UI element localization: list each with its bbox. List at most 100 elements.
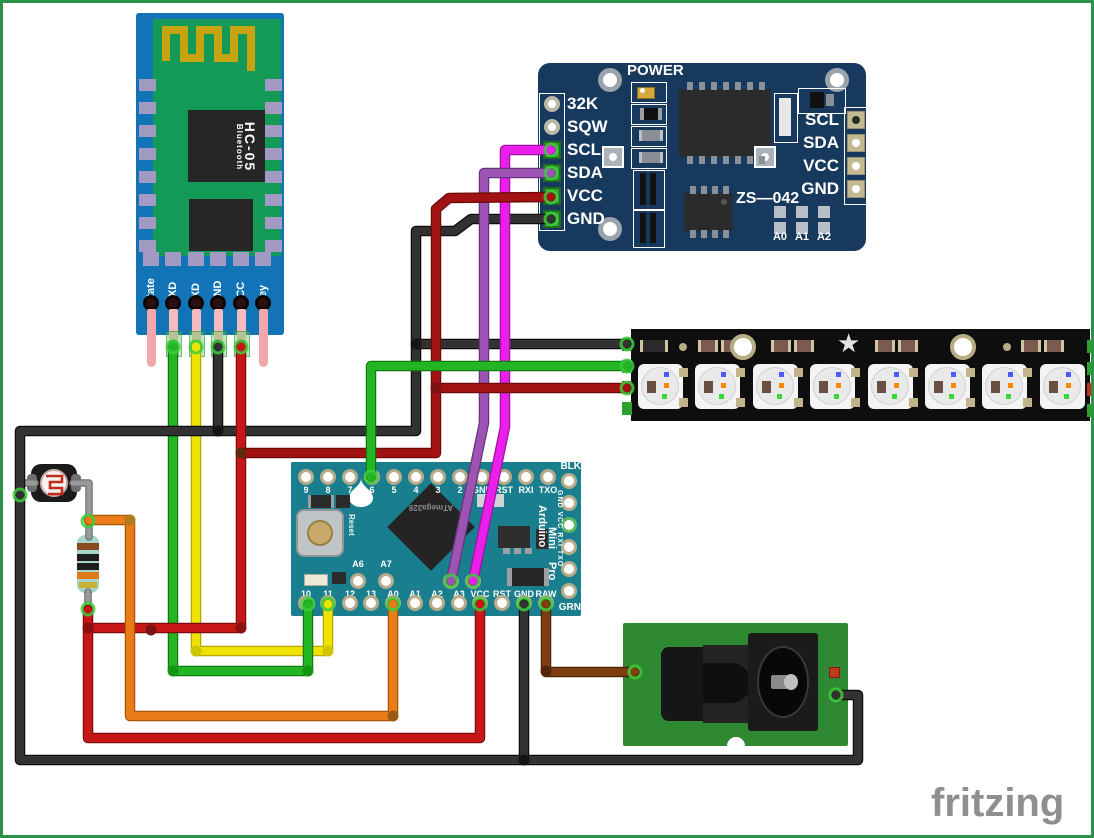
wire-rtc-scl-a5-magenta[interactable] [469,146,555,585]
hc05-chip2 [189,199,253,251]
connector-ring[interactable] [385,596,401,612]
connector-ring[interactable] [320,596,336,612]
wire-hc05-txd-d11-yellow[interactable] [192,341,332,655]
neopixel-led-strip[interactable]: ★ [3,3,1091,835]
rtc-pin-hole[interactable] [544,96,560,112]
wire-vcc-arduino-red[interactable] [84,600,484,742]
connector-ring[interactable] [619,358,635,374]
arduino-pin[interactable] [408,469,424,485]
dcjack-bore [703,663,751,703]
neopixel-led-dot-blue [721,372,726,377]
connector-ring[interactable] [80,601,96,617]
arduino-pin[interactable] [430,469,446,485]
smd-part [332,572,346,584]
connector-ring[interactable] [516,596,532,612]
arduino-pin[interactable] [494,595,510,611]
connector-ring[interactable] [80,513,96,529]
hc05-bluetooth-module[interactable]: HC-05 Bluetooth StateRXDTXDGNDVCCKey [3,3,1091,835]
arduino-pin[interactable] [320,469,336,485]
rtc-pin-hole[interactable] [544,119,560,135]
rtc-right-pin-label: SDA [803,133,839,152]
neopixel-resistor-dark [640,340,668,352]
connector-ring[interactable] [472,596,488,612]
arduino-pin[interactable] [429,595,445,611]
connector-ring[interactable] [165,339,181,355]
neopixel-right-pad[interactable] [1087,362,1091,375]
arduino-pin[interactable] [363,595,379,611]
arduino-pin[interactable] [452,469,468,485]
arduino-pin[interactable] [561,561,577,577]
wire-layer[interactable] [3,3,1094,838]
arduino-pin[interactable] [561,517,577,533]
connector-ring[interactable] [627,664,643,680]
wire-raw-dcjack-brown[interactable] [542,600,639,676]
arduino-pin[interactable] [561,473,577,489]
connector-ring[interactable] [12,487,28,503]
arduino-pin[interactable] [561,495,577,511]
wire-hc05-rxd-d10-green[interactable] [169,341,312,675]
rtc-main-ic [679,89,771,157]
rtc-right-pin-hole [852,139,860,147]
hc05-pin-leg [237,309,246,349]
ldr-lead-right[interactable] [70,480,92,540]
arduino-pin[interactable] [350,573,366,589]
connector-ring[interactable] [619,336,635,352]
arduino-pin[interactable] [451,595,467,611]
connector-ring[interactable] [538,596,554,612]
arduino-pin[interactable] [342,595,358,611]
connector-ring[interactable] [828,687,844,703]
rtc-address-pad[interactable] [818,222,830,234]
arduino-pin[interactable] [378,573,394,589]
connector-ring[interactable] [543,211,559,227]
arduino-pin[interactable] [561,539,577,555]
connector-ring[interactable] [619,380,635,396]
neopixel-led-dot-orange [951,383,956,388]
rtc-pin-label: VCC [567,186,603,205]
wire-rtc-sda-a4-purple[interactable] [447,169,555,585]
arduino-pin[interactable] [342,469,358,485]
arduino-pin[interactable] [386,469,402,485]
rtc-eeprom-dot [721,199,727,205]
rtc-address-pad[interactable] [774,222,786,234]
wire-ldr-a0-orange[interactable] [85,516,397,720]
neopixel-right-pad[interactable] [1087,383,1091,396]
connector-ring[interactable] [465,573,481,589]
neopixel-left-pad[interactable] [622,402,632,415]
connector-ring[interactable] [188,339,204,355]
arduino-pin[interactable] [298,469,314,485]
rtc-address-pad[interactable] [796,206,808,218]
wire-d6-neopixel-din-green[interactable] [367,362,631,481]
arduino-pin[interactable] [561,583,577,599]
arduino-pin[interactable] [518,469,534,485]
connector-ring[interactable] [443,573,459,589]
neopixel-led-dot-blue [664,372,669,377]
neopixel-solder-tab [966,398,975,407]
connector-ring[interactable] [300,596,316,612]
connector-ring[interactable] [543,189,559,205]
arduino-pin[interactable] [407,595,423,611]
connector-ring[interactable] [543,142,559,158]
dc-barrel-jack-board[interactable] [3,3,1091,835]
arduino-top-pin-label: GND [472,485,492,495]
resistor[interactable] [3,3,1091,835]
rtc-address-pad[interactable] [818,206,830,218]
rtc-ic-pin [723,82,729,90]
hc05-side-pad [139,148,156,160]
connector-ring[interactable] [543,165,559,181]
connector-ring[interactable] [233,339,249,355]
rtc-address-pad[interactable] [796,222,808,234]
arduino-pin[interactable] [540,469,556,485]
reset-button[interactable] [296,509,344,557]
wire-junction [124,514,136,526]
neopixel-led-dot-blue [894,372,899,377]
rtc-address-pad[interactable] [774,206,786,218]
rtc-ic-pin [747,156,753,164]
neopixel-right-pad[interactable] [1087,404,1091,417]
neopixel-led-die [934,381,943,393]
connector-ring[interactable] [363,469,379,485]
connector-ring[interactable] [210,339,226,355]
arduino-bottom-pin-label: RST [493,589,511,599]
wire-raw-dcjack-brown-edge [540,598,641,678]
neopixel-right-pad[interactable] [1087,340,1091,353]
